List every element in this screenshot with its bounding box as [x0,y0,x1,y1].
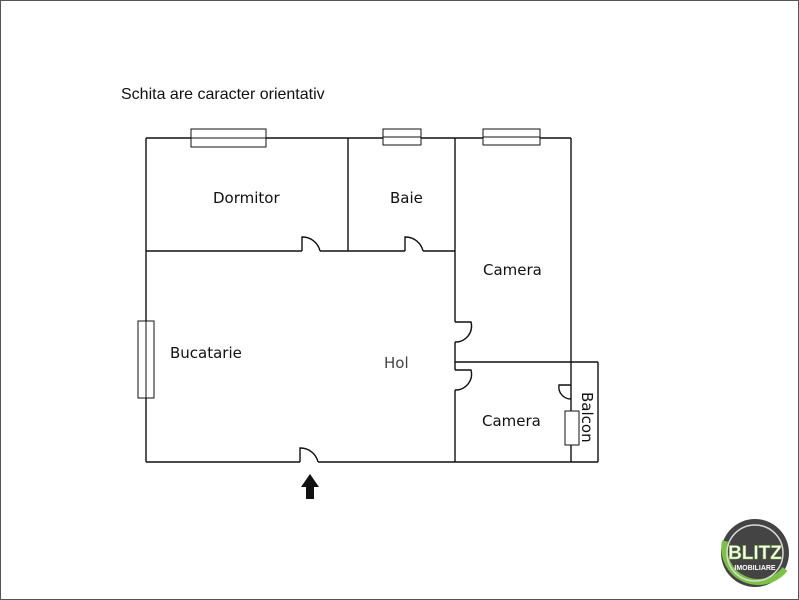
windows [137,128,580,446]
door-entrance [299,447,319,463]
door-camera-bottom [454,369,473,391]
blitz-logo: BLITZ IMOBILIARE [721,519,789,587]
orientation-note: Schita are caracter orientativ [121,86,325,103]
door-baie [404,236,424,252]
room-label-camera-top: Camera [483,261,542,279]
door-balcon [558,384,572,400]
room-label-bucatarie: Bucatarie [170,344,242,362]
door-camera-top [454,321,473,343]
room-label-hol: Hol [384,354,409,372]
door-dormitor [301,236,321,252]
entrance-arrow-icon [301,474,319,499]
window-balcon [564,410,580,446]
interior-walls [146,138,599,462]
logo-brand-text: BLITZ [728,543,782,564]
room-label-balcon: Balcon [578,392,596,443]
doors [299,236,572,463]
logo-sub-text: IMOBILIARE [734,565,776,572]
logo-circle [721,519,789,587]
room-label-camera-bottom: Camera [482,412,541,430]
room-label-dormitor: Dormitor [213,189,280,207]
room-label-baie: Baie [390,189,423,207]
